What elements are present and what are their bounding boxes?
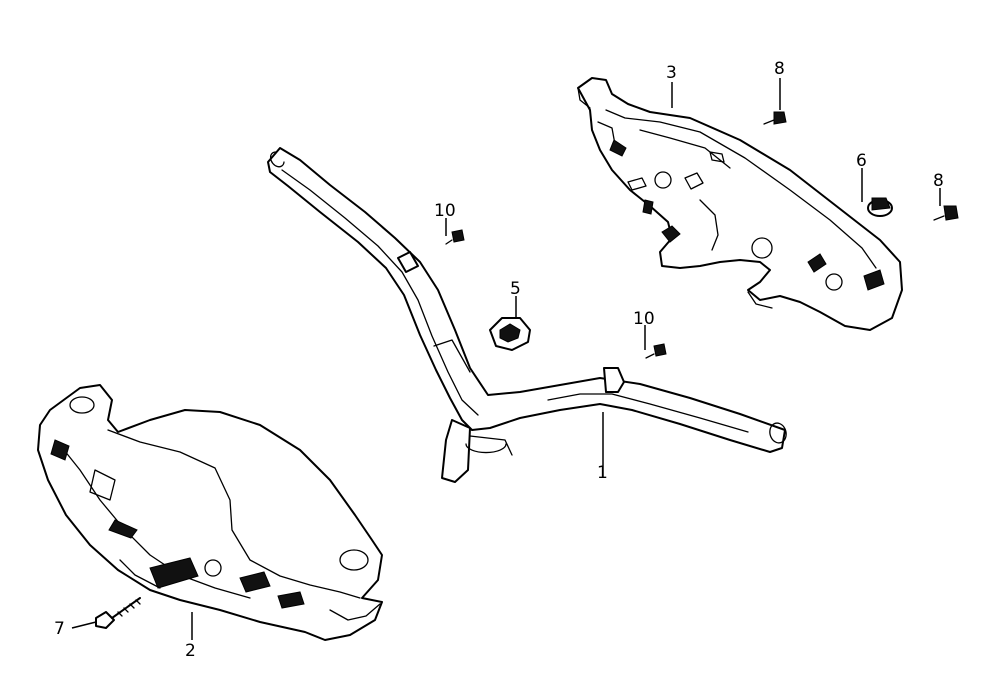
callout-part-3: 3 xyxy=(666,63,677,83)
grommet-part-6 xyxy=(867,197,893,217)
callout-part-7: 7 xyxy=(54,619,65,639)
callout-part-1: 1 xyxy=(597,463,608,483)
upper-handlebar-cover xyxy=(577,77,903,331)
callout-part-6: 6 xyxy=(856,151,867,171)
bolt-part-7 xyxy=(95,597,141,629)
screw-part-10b xyxy=(645,343,667,359)
callout-part-8b: 8 xyxy=(933,171,944,191)
screw-part-8a xyxy=(763,111,787,125)
callout-part-2: 2 xyxy=(185,641,196,661)
handlebar-pipe xyxy=(267,147,787,483)
lower-handlebar-cover xyxy=(37,384,383,641)
nut-part-5 xyxy=(489,317,531,351)
callout-part-10b: 10 xyxy=(633,309,655,329)
callout-part-10a: 10 xyxy=(434,201,456,221)
leader-lines xyxy=(71,78,941,640)
callout-part-8a: 8 xyxy=(774,59,785,79)
screw-part-8b xyxy=(933,205,959,221)
callout-part-5: 5 xyxy=(510,279,521,299)
screw-part-10a xyxy=(445,229,465,245)
